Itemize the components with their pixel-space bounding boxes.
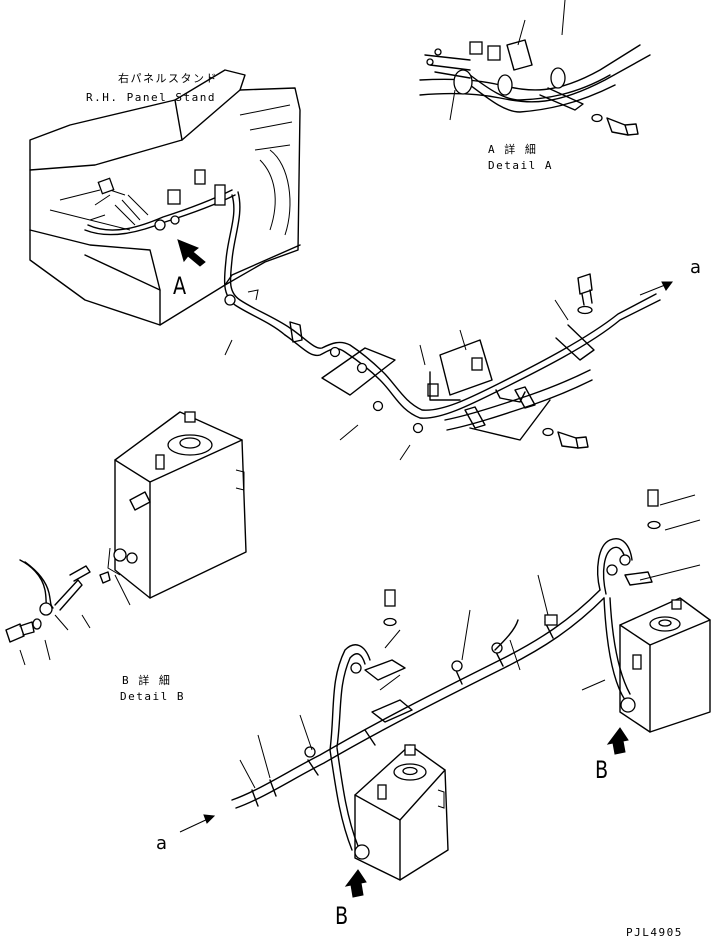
detail-a-drawing [419,0,651,136]
drawing-code: PJL4905 [626,926,683,939]
tank-bottom-center [354,744,449,881]
panel-stand-label-jp: 右パネルスタンド [118,72,218,85]
detail-a-label-jp: A 詳 細 [488,143,538,156]
main-harness-lower [179,489,701,851]
panel-stand-label-en: R.H. Panel Stand [86,91,216,104]
view-arrow-b-lower [344,869,367,898]
detail-b-label-en: Detail B [120,690,185,703]
view-arrow-a-letter: A [173,272,187,300]
view-arrow-b-upper-letter: B [595,756,609,784]
tank-right [619,597,711,733]
continuation-a-lower: a [156,833,168,854]
view-arrow-b-upper [606,727,629,755]
continuation-a-upper: a [690,257,702,278]
rh-panel-stand [29,69,301,336]
detail-a-label-en: Detail A [488,159,553,172]
detail-b-label-jp: B 詳 細 [122,674,172,687]
main-harness-upper [224,273,673,461]
tank-left [99,411,247,606]
view-arrow-b-lower-letter: B [335,902,349,930]
detail-b-drawing [5,559,91,666]
view-arrow-a [177,239,206,267]
